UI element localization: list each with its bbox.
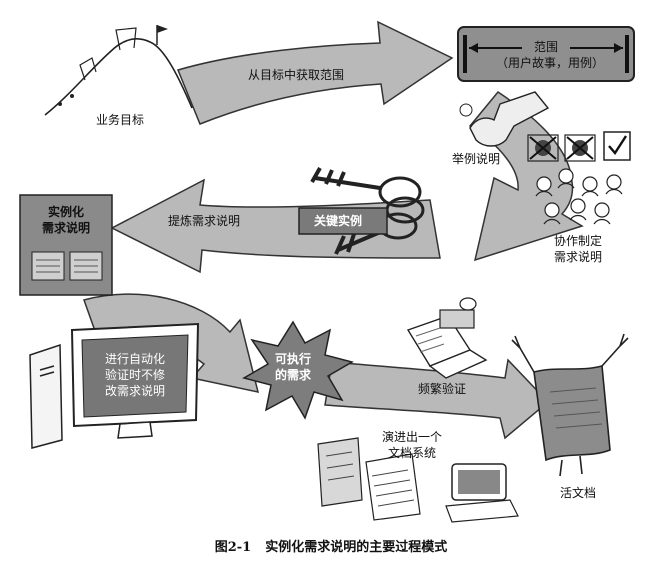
executable-label-2: 的需求 [274,368,311,382]
documents-icon [317,437,519,523]
examples-icon [527,131,631,162]
arrow-exec-to-living [324,358,550,440]
automate-label-3: 改需求说明 [104,384,165,398]
spec-document [19,194,113,296]
illustrate-label: 举例说明 [452,152,501,166]
derive-scope-label: 从目标中获取范围 [248,68,345,82]
caption-title: 实例化需求说明的主要过程模式 [265,540,448,555]
hand-icon [459,91,550,147]
collab-label-1: 协作制定 [553,234,602,248]
scope-subtitle: （用户故事，用例） [495,56,604,70]
caption-number: 图2-1 [214,540,252,555]
automate-label-2: 验证时不修 [104,368,165,382]
computer-icon [29,322,200,449]
figure-caption: 图2-1 实例化需求说明的主要过程模式 [0,536,662,555]
spec-label-1: 实例化 [47,205,84,219]
arrow-goal-to-scope [176,20,454,125]
evolve-label-1: 演进出一个 [381,430,442,444]
validate-label: 频繁验证 [418,382,467,396]
key-icon [298,167,425,255]
living-document-icon [511,333,629,477]
key-examples-label: 关键实例 [314,214,363,228]
spec-label-2: 需求说明 [41,221,90,235]
evolve-label-2: 文档系统 [387,446,436,460]
arrow-refine [110,178,441,274]
refine-label-text: 提炼需求说明 [168,214,241,228]
business-goal-label: 业务目标 [96,113,145,127]
people-icon [535,168,623,225]
executable-label-1: 可执行 [274,352,311,366]
living-doc-label: 活文档 [560,486,597,500]
automate-label-1: 进行自动化 [104,352,165,366]
mountain-icon [44,25,193,116]
executable-burst [242,320,354,420]
stamp-icon [406,297,488,379]
collab-label-2: 需求说明 [553,250,602,264]
scope-title: 范围 [533,40,558,54]
scope-box [457,26,635,82]
